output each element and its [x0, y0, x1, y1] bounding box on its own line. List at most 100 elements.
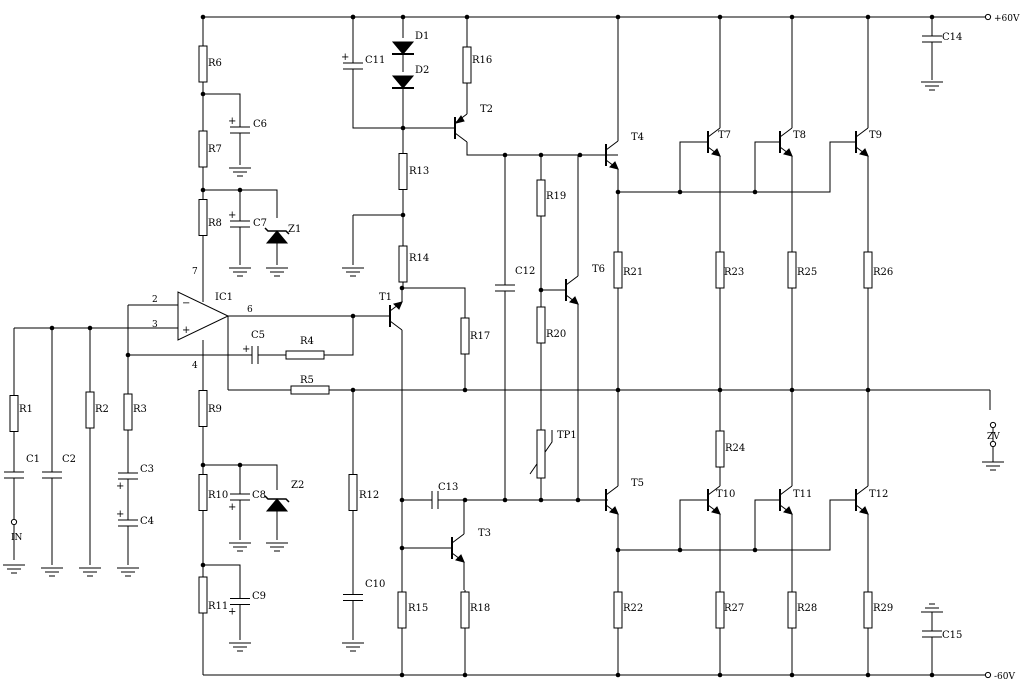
resistor-r29: [863, 591, 873, 629]
capacitor-c4: [118, 519, 138, 527]
junction-dot: [200, 187, 206, 193]
r27-label: R27: [724, 603, 744, 614]
terminal: [10, 518, 18, 526]
c12-label: C12: [515, 266, 535, 277]
junction-dot: [538, 287, 544, 293]
capacitor-c13: [431, 491, 439, 509]
diode-d2: [391, 75, 415, 89]
junction-dot: [752, 547, 758, 553]
c2-label: C2: [62, 454, 76, 465]
r7-label: R7: [208, 144, 222, 155]
r9-label: R9: [208, 404, 222, 415]
junction-dot: [350, 14, 356, 20]
pin-2-label: 2: [152, 295, 158, 305]
resistor-r28: [787, 591, 797, 629]
capacitor-c14: [922, 35, 942, 43]
resistor-r25: [787, 251, 797, 289]
t8-label: T8: [793, 130, 806, 141]
transistor-t1: [389, 301, 403, 331]
polarity-mark: +: [228, 607, 236, 618]
capacitor-c9: [230, 598, 250, 605]
tp1-label: TP1: [557, 430, 577, 441]
junction-dot: [200, 91, 206, 97]
resistor-r18: [460, 591, 470, 629]
junction-dot: [615, 189, 621, 195]
c14-label: C14: [942, 32, 962, 43]
r26-label: R26: [873, 267, 893, 278]
resistor-r7: [198, 130, 208, 168]
t11-label: T11: [793, 489, 812, 500]
resistor-r22: [613, 591, 623, 629]
labels: +60V-60VZVR6R7R8R9R10R11+C6+C7Z1+C8Z2+C9…: [11, 14, 1020, 682]
wires: [13, 16, 994, 676]
zener-z1: [264, 227, 290, 244]
polarity-mark: +: [228, 210, 236, 221]
ground-symbol: [266, 267, 288, 277]
ground-symbol: [117, 567, 139, 577]
junction-dot: [350, 313, 356, 319]
junction-dot: [865, 672, 871, 678]
transistor-t3: [451, 533, 465, 563]
resistor-r27: [715, 591, 725, 629]
c3-label: C3: [140, 464, 154, 475]
resistor-r1: [9, 395, 19, 432]
junction-dot: [87, 325, 93, 331]
components: [3, 13, 1004, 679]
d1-label: D1: [415, 31, 429, 42]
transistor-t4: [605, 140, 619, 170]
r2-label: R2: [95, 404, 109, 415]
junction-dot: [400, 212, 406, 218]
ground-symbol: [921, 81, 943, 91]
terminal: [984, 13, 992, 21]
rail-neg-label: -60V: [994, 672, 1015, 682]
resistor-r21: [613, 251, 623, 289]
terminal: [989, 421, 997, 429]
r5-label: R5: [300, 375, 314, 386]
t12-label: T12: [869, 489, 888, 500]
transistor-t9: [855, 127, 869, 157]
resistor-r4: [285, 350, 325, 360]
junction-dot: [577, 152, 583, 158]
resistor-r13: [398, 153, 408, 190]
transistor-t10: [707, 485, 721, 515]
capacitor-c10: [343, 594, 363, 601]
zener-z2: [264, 495, 290, 512]
polarity-mark: +: [341, 52, 349, 63]
junction-dot: [717, 672, 723, 678]
c13-label: C13: [438, 482, 458, 493]
terminal: [984, 671, 992, 679]
junction-dot: [677, 189, 683, 195]
pin-4-label: 4: [192, 361, 198, 371]
capacitor-c15: [922, 630, 942, 638]
rail-zero-label: ZV: [987, 432, 1000, 442]
junction-dot: [125, 352, 131, 358]
op-amp-ic1: [177, 291, 230, 341]
t3-label: T3: [478, 528, 491, 539]
junction-dot: [200, 14, 206, 20]
resistor-r6: [198, 45, 208, 83]
opamp-minus-sign: −: [182, 298, 190, 309]
capacitor-c5: [251, 346, 259, 364]
capacitor-c1: [4, 471, 24, 479]
r3-label: R3: [133, 404, 147, 415]
junction-dot: [929, 14, 935, 20]
z1-label: Z1: [288, 224, 301, 235]
r12-label: R12: [359, 490, 379, 501]
junction-dot: [789, 387, 795, 393]
d2-label: D2: [415, 65, 429, 76]
r21-label: R21: [623, 267, 643, 278]
junction-dot: [929, 672, 935, 678]
junction-dot: [789, 672, 795, 678]
resistor-r24: [715, 430, 725, 468]
resistor-r9: [198, 390, 208, 427]
resistor-r3: [123, 393, 133, 431]
capacitor-c2: [42, 471, 62, 479]
resistor-r5: [290, 385, 330, 395]
resistor-r10: [198, 474, 208, 511]
junction-dot: [399, 285, 405, 291]
ground-symbol: [229, 267, 251, 277]
junction-dot: [400, 125, 406, 131]
polarity-mark: +: [116, 509, 124, 520]
terminal: [989, 440, 997, 448]
